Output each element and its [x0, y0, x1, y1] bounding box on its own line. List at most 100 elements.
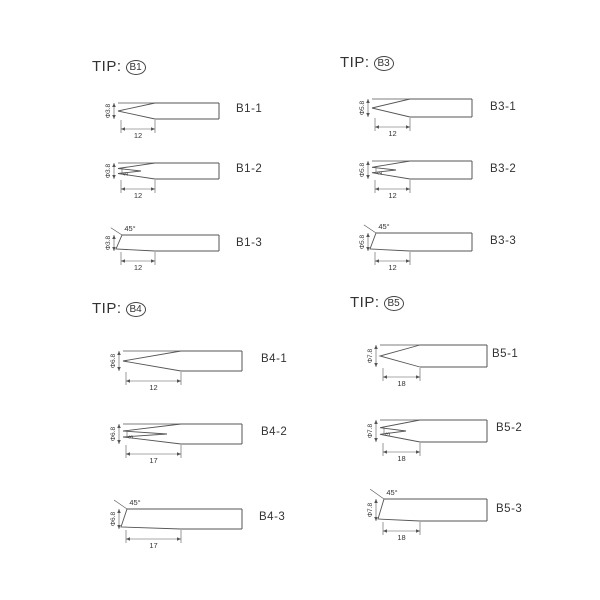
- diameter-label-b3-3: Φ5.8: [359, 235, 366, 250]
- angle-leader-line-b4-3: [113, 499, 128, 510]
- tip-bevel-outline-b5-3: [377, 498, 421, 522]
- tip-label-b5-3: B5-3: [496, 503, 523, 515]
- tip-title-word: TIP:: [92, 58, 122, 75]
- diameter-arrow-bottom-b3-3: [366, 247, 370, 251]
- tip-fork-outline-b5-2: [379, 419, 421, 443]
- angle-leader-line-b3-3: [363, 224, 377, 234]
- length-arrow-left-b1-3: [121, 259, 125, 263]
- tip-point-outline-b1-1: [117, 102, 156, 120]
- diameter-arrow-top-b1-2: [112, 163, 116, 167]
- diameter-label-b4-3: Φ6.8: [110, 512, 117, 527]
- diameter-arrow-top-b4-3: [117, 509, 121, 513]
- tip-code-badge: B4: [125, 302, 146, 317]
- length-label-b5-2: 18: [397, 454, 405, 463]
- diameter-label-b1-3: Φ3.8: [105, 236, 112, 251]
- diameter-arrow-bottom-b5-2: [374, 438, 378, 442]
- diameter-arrow-bottom-b1-3: [112, 247, 116, 251]
- length-arrow-left-b4-2: [126, 452, 130, 456]
- length-arrow-right-b4-1: [177, 379, 181, 383]
- length-label-b3-2: 12: [388, 191, 396, 200]
- length-arrow-right-b5-3: [416, 529, 420, 533]
- diameter-arrow-top-b3-3: [366, 233, 370, 237]
- diameter-label-b3-1: Φ5.8: [359, 101, 366, 116]
- length-label-b5-1: 18: [397, 379, 405, 388]
- diameter-arrow-bottom-b4-1: [117, 367, 121, 371]
- diameter-label-b4-1: Φ6.8: [110, 354, 117, 369]
- tip-label-b3-2: B3-2: [490, 163, 517, 175]
- length-arrow-right-b4-3: [177, 537, 181, 541]
- width-dimension-label-b1-2: 2: [123, 172, 130, 176]
- tip-label-b1-3: B1-3: [236, 237, 263, 249]
- length-label-b3-1: 12: [388, 129, 396, 138]
- diameter-arrow-top-b3-2: [366, 161, 370, 165]
- diameter-label-b5-2: Φ7.8: [367, 424, 374, 439]
- tip-label-b1-2: B1-2: [236, 163, 263, 175]
- length-arrow-left-b1-1: [121, 127, 125, 131]
- diameter-arrow-top-b4-2: [117, 424, 121, 428]
- diameter-arrow-bottom-b5-3: [374, 517, 378, 521]
- tip-code-badge: B1: [125, 60, 146, 75]
- tip-title-b3: TIP:B3: [340, 54, 394, 72]
- tip-bevel-outline-b4-3: [120, 508, 182, 530]
- tip-fork-outline-b3-2: [371, 160, 411, 180]
- length-arrow-left-b5-2: [383, 450, 387, 454]
- length-arrow-left-b3-3: [375, 259, 379, 263]
- width-dimension-label-b4-2: 3: [128, 435, 135, 439]
- length-label-b5-3: 18: [397, 533, 405, 542]
- length-label-b1-2: 12: [134, 191, 142, 200]
- diameter-label-b3-2: Φ5.8: [359, 163, 366, 178]
- tip-label-b4-2: B4-2: [261, 426, 288, 438]
- diameter-label-b5-3: Φ7.8: [367, 503, 374, 518]
- diameter-label-b4-2: Φ6.8: [110, 427, 117, 442]
- tip-bevel-outline-b1-3: [115, 234, 156, 252]
- tip-fork-outline-b4-2: [122, 423, 182, 445]
- tip-title-word: TIP:: [92, 300, 122, 317]
- length-arrow-right-b1-1: [151, 127, 155, 131]
- length-arrow-right-b3-1: [406, 125, 410, 129]
- diameter-label-b1-2: Φ3.8: [105, 164, 112, 179]
- diameter-arrow-bottom-b3-1: [366, 113, 370, 117]
- tip-label-b1-1: B1-1: [236, 103, 263, 115]
- length-label-b4-3: 17: [149, 541, 157, 550]
- length-label-b1-3: 12: [134, 263, 142, 272]
- angle-label-b3-3: 45°: [378, 222, 389, 231]
- length-arrow-right-b4-2: [177, 452, 181, 456]
- diameter-arrow-bottom-b1-2: [112, 175, 116, 179]
- tip-label-b3-1: B3-1: [490, 101, 517, 113]
- tip-code-badge: B5: [383, 296, 404, 311]
- length-arrow-left-b3-2: [375, 187, 379, 191]
- tip-code-badge: B3: [373, 56, 394, 71]
- diameter-label-b1-1: Φ3.8: [105, 104, 112, 119]
- tip-point-outline-b4-1: [122, 350, 182, 372]
- diameter-label-b5-1: Φ7.8: [367, 349, 374, 364]
- tip-title-b5: TIP:B5: [350, 294, 404, 312]
- tip-fork-outline-b1-2: [117, 162, 156, 180]
- length-label-b4-2: 17: [149, 456, 157, 465]
- length-arrow-right-b5-1: [416, 375, 420, 379]
- diameter-arrow-bottom-b3-2: [366, 175, 370, 179]
- diameter-arrow-top-b1-1: [112, 103, 116, 107]
- length-arrow-left-b5-1: [383, 375, 387, 379]
- length-arrow-right-b3-2: [406, 187, 410, 191]
- length-arrow-left-b5-3: [383, 529, 387, 533]
- length-arrow-right-b3-3: [406, 259, 410, 263]
- angle-label-b4-3: 45°: [129, 498, 140, 507]
- diameter-arrow-bottom-b1-1: [112, 115, 116, 119]
- tip-title-b1: TIP:B1: [92, 58, 146, 76]
- angle-label-b1-3: 45°: [124, 224, 135, 233]
- length-arrow-right-b5-2: [416, 450, 420, 454]
- diameter-arrow-bottom-b4-3: [117, 525, 121, 529]
- tip-label-b4-3: B4-3: [259, 511, 286, 523]
- tip-label-b4-1: B4-1: [261, 353, 288, 365]
- tip-point-outline-b5-1: [378, 344, 421, 368]
- length-label-b3-3: 12: [388, 263, 396, 272]
- length-arrow-left-b4-1: [126, 379, 130, 383]
- width-dimension-label-b5-2: 3: [385, 432, 392, 436]
- tip-title-word: TIP:: [350, 294, 380, 311]
- tip-point-outline-b3-1: [371, 98, 411, 118]
- diameter-arrow-top-b5-2: [374, 420, 378, 424]
- length-arrow-right-b1-3: [151, 259, 155, 263]
- tip-bevel-outline-b3-3: [369, 232, 411, 252]
- length-label-b1-1: 12: [134, 131, 142, 140]
